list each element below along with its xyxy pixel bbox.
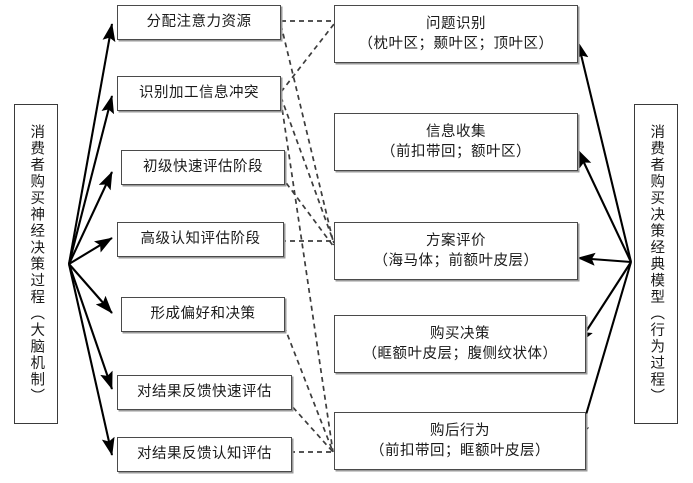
model-box-2[interactable]: 信息收集 （前扣带回；额叶区） — [334, 113, 578, 171]
dashed-stage1-to-model3 — [280, 24, 335, 246]
stage-label-1: 分配注意力资源 — [146, 14, 252, 31]
stage-box-1[interactable]: 分配注意力资源 — [117, 5, 281, 40]
stage-label-6: 对结果反馈快速评估 — [137, 384, 272, 401]
edge-left-to-stage-7 — [67, 263, 115, 456]
model-box-3[interactable]: 方案评价 （海马体；前额叶皮层） — [334, 222, 578, 280]
solid-edges-right — [575, 41, 633, 443]
model-regions-1: （枕叶区；颞叶区；顶叶区） — [358, 35, 554, 52]
edge-left-to-stage-1 — [67, 23, 116, 265]
solid-edges-left — [67, 23, 116, 456]
stage-box-2[interactable]: 识别加工信息冲突 — [117, 76, 281, 111]
left-process-box[interactable]: 消费者购买神经决策过程（大脑机制） — [14, 104, 58, 424]
stage-label-7: 对结果反馈认知评估 — [137, 446, 272, 463]
edge-left-to-stage-2 — [67, 95, 115, 265]
stage-label-2: 识别加工信息冲突 — [139, 85, 259, 102]
dashed-stage3-to-model3 — [280, 175, 335, 248]
model-box-1[interactable]: 问题识别 （枕叶区；颞叶区；顶叶区） — [334, 5, 578, 63]
model-title-5: 购后行为 — [430, 422, 490, 439]
edge-left-to-stage-6 — [68, 263, 113, 390]
model-regions-2: （前扣带回；额叶区） — [381, 143, 531, 160]
dashed-stage2-to-model3 — [280, 96, 335, 244]
stage-box-5[interactable]: 形成偏好和决策 — [121, 297, 285, 332]
stage-box-7[interactable]: 对结果反馈认知评估 — [117, 437, 292, 472]
stage-label-3: 初级快速评估阶段 — [143, 159, 263, 176]
dashed-stage2-to-model1 — [280, 23, 335, 93]
model-title-2: 信息收集 — [426, 123, 486, 140]
edge-left-to-stage-3 — [68, 171, 113, 265]
right-model-label: 消费者购买决策经典模型（行为过程） — [648, 123, 665, 405]
edge-right-to-model-3 — [577, 252, 632, 266]
model-box-4[interactable]: 购买决策 （眶额叶皮层；腹侧纹状体） — [334, 315, 586, 373]
stage-box-6[interactable]: 对结果反馈快速评估 — [117, 375, 292, 410]
edge-left-to-stage-4 — [68, 237, 113, 265]
right-model-box[interactable]: 消费者购买决策经典模型（行为过程） — [634, 104, 678, 424]
stage-label-4: 高级认知评估阶段 — [140, 231, 261, 248]
edge-right-to-model-1 — [575, 41, 633, 263]
stage-box-4[interactable]: 高级认知评估阶段 — [117, 222, 284, 257]
model-box-5[interactable]: 购后行为 （前扣带回；眶额叶皮层） — [334, 412, 586, 470]
model-regions-5: （前扣带回；眶额叶皮层） — [370, 442, 550, 459]
edge-left-to-stage-5 — [68, 263, 113, 314]
model-regions-3: （海马体；前额叶皮层） — [373, 252, 539, 269]
left-process-label: 消费者购买神经决策过程（大脑机制） — [28, 123, 45, 405]
model-title-4: 购买决策 — [430, 325, 490, 342]
edge-right-to-model-2 — [577, 149, 632, 263]
model-title-3: 方案评价 — [426, 232, 486, 249]
model-title-1: 问题识别 — [426, 15, 486, 32]
stage-label-5: 形成偏好和决策 — [150, 306, 256, 323]
stage-box-3[interactable]: 初级快速评估阶段 — [121, 150, 285, 185]
model-regions-4: （眶额叶皮层；腹侧纹状体） — [362, 345, 558, 362]
